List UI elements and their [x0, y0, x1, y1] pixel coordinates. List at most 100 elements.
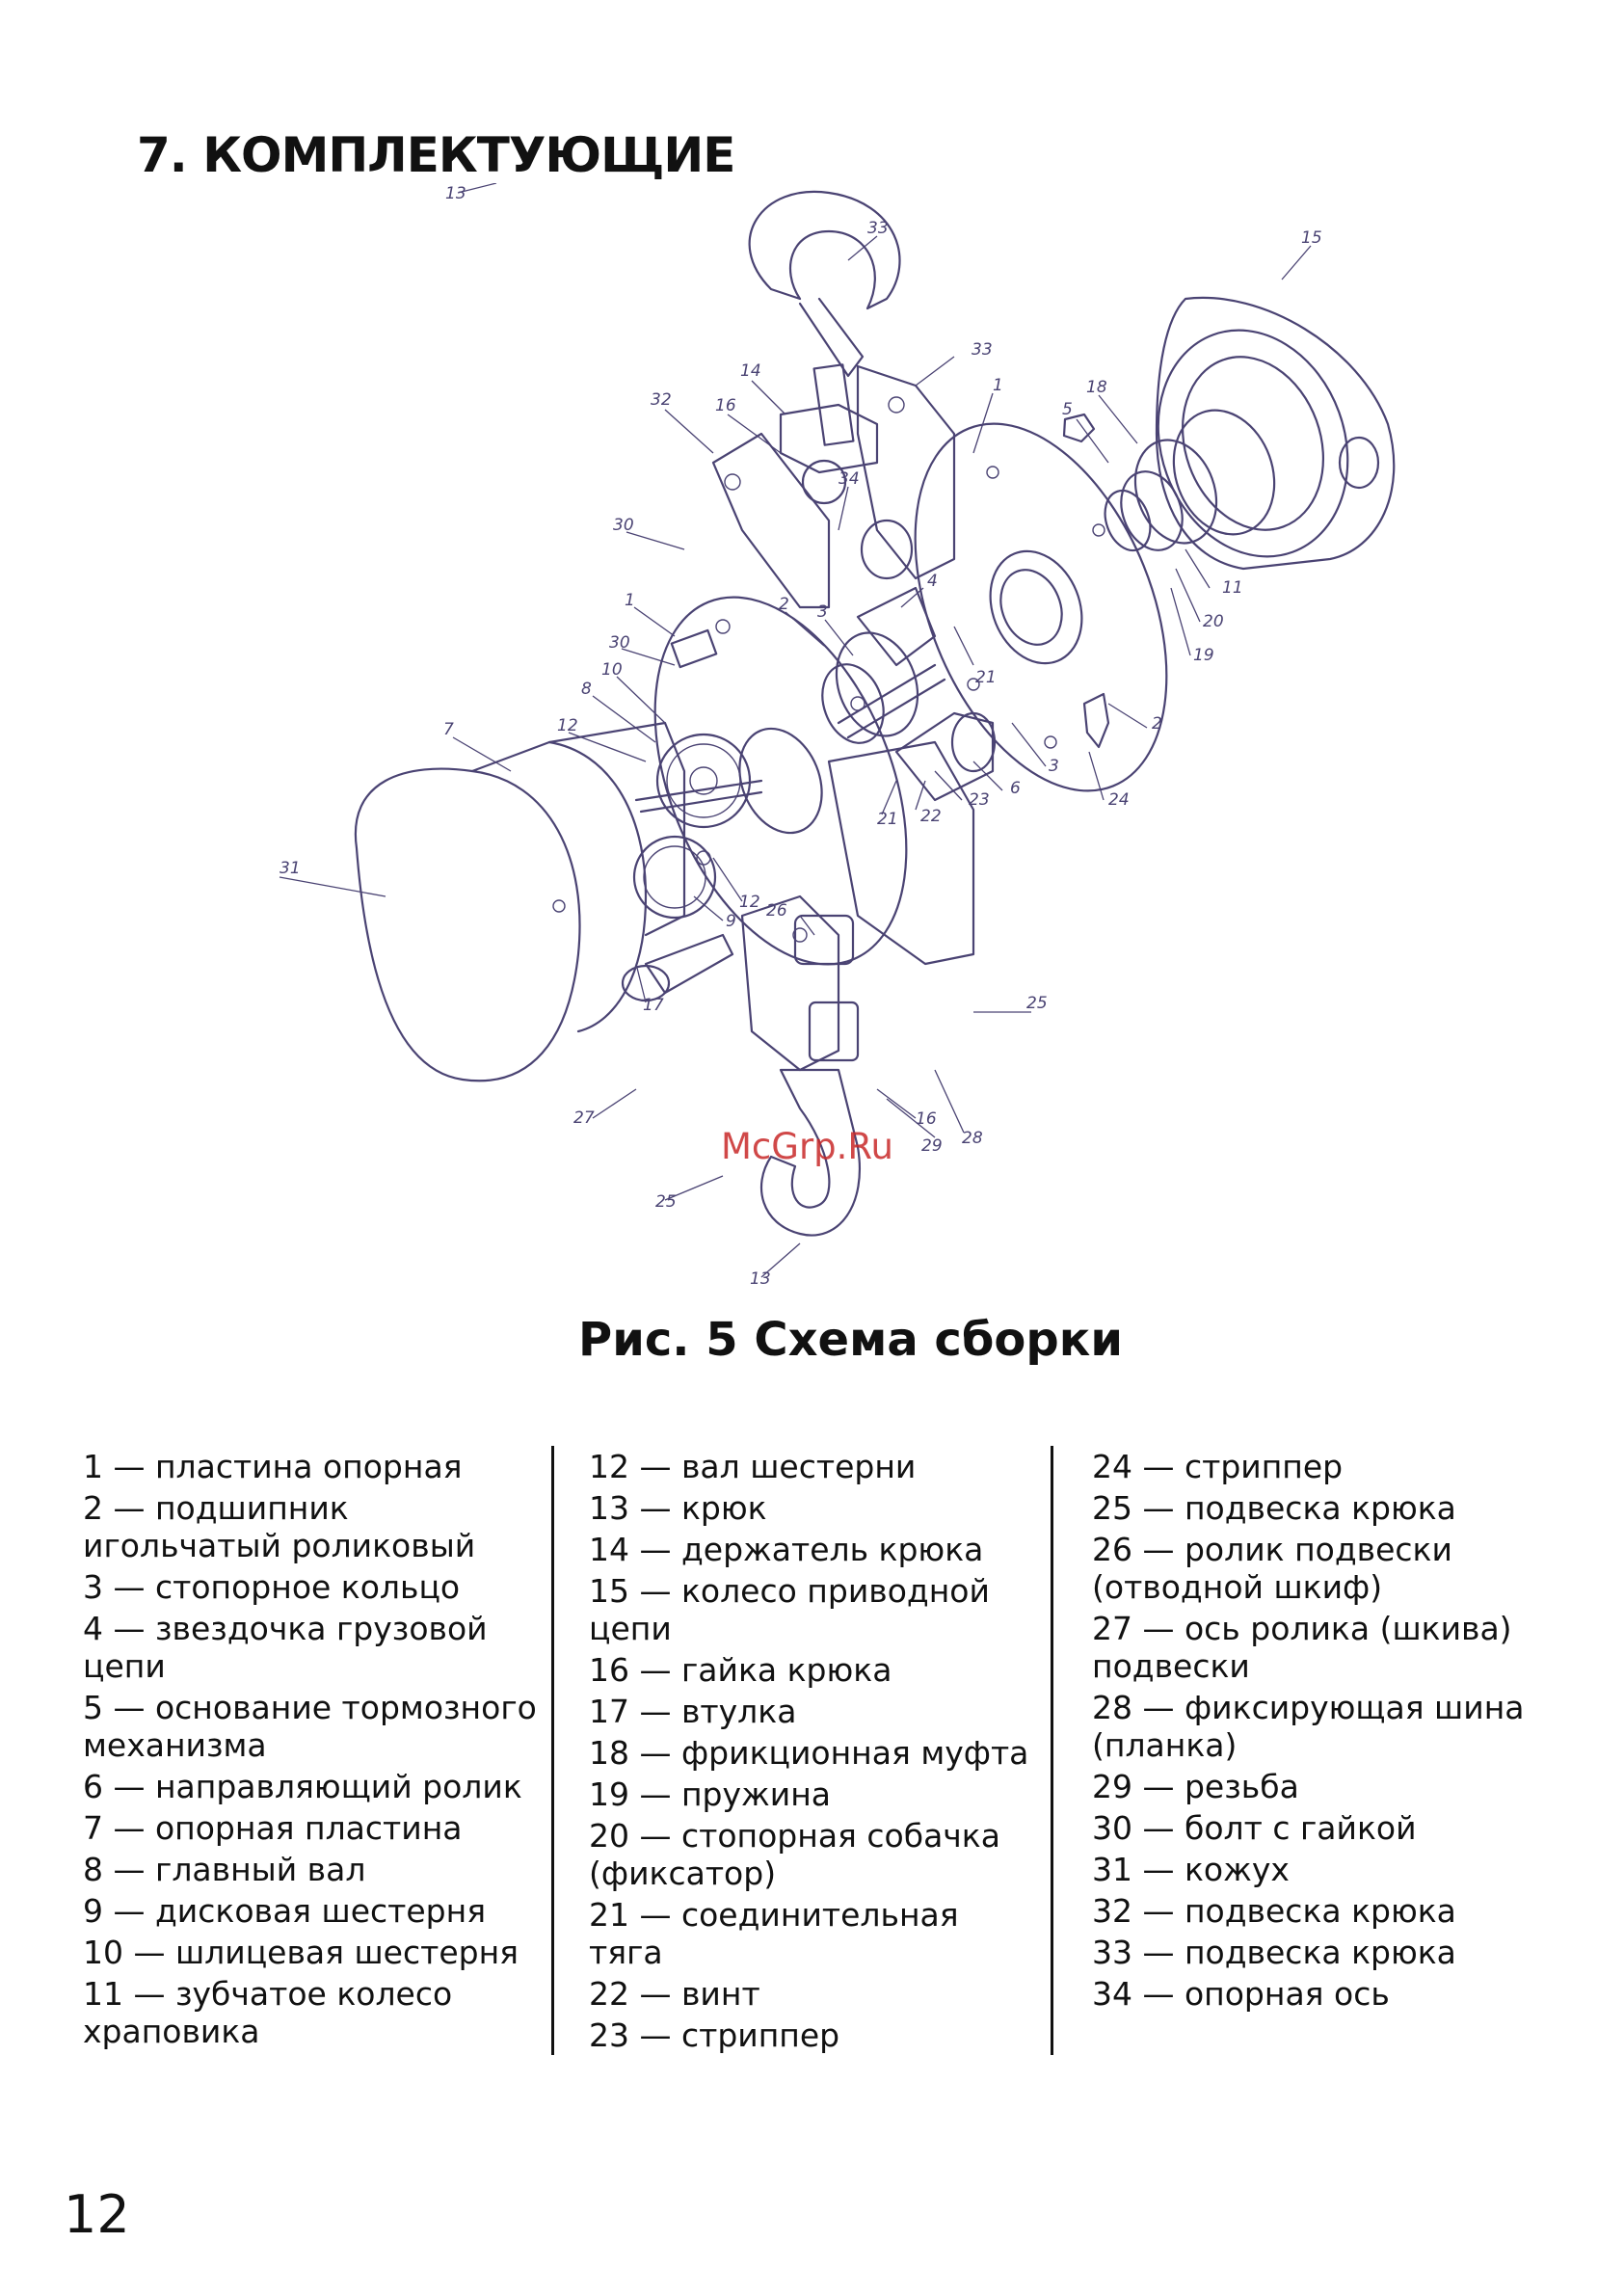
svg-text:5: 5	[1062, 400, 1073, 419]
svg-text:16: 16	[916, 1109, 937, 1129]
callout-labels: 13 33 15 14 16 32 34 33 1 18 5 30 11 20 …	[279, 183, 1322, 1289]
callout: 13	[445, 183, 497, 203]
part-item: 14 — держатель крюка	[589, 1531, 984, 1568]
svg-text:4: 4	[927, 572, 938, 591]
part-item: 31 — кожух	[1092, 1851, 1290, 1888]
part-item: 9 — дисковая шестерня	[83, 1892, 487, 1930]
svg-text:2: 2	[779, 595, 789, 614]
svg-text:29: 29	[921, 1136, 943, 1156]
part-item: 26 — ролик подвески (отводной шкиф)	[1092, 1531, 1452, 1606]
svg-text:18: 18	[1086, 378, 1107, 397]
callout: 28	[934, 1069, 983, 1148]
callout: 24	[1088, 751, 1130, 810]
svg-text:2: 2	[1152, 714, 1162, 734]
svg-text:12: 12	[739, 893, 760, 912]
callout: 29	[886, 1098, 943, 1156]
callout: 9	[693, 895, 736, 931]
svg-text:8: 8	[581, 680, 592, 699]
svg-text:21: 21	[877, 810, 898, 829]
svg-text:30: 30	[609, 633, 630, 653]
callout: 4	[900, 572, 938, 608]
gear-cover	[354, 721, 686, 1082]
part-item: 16 — гайка крюка	[589, 1651, 892, 1689]
callout: 19	[1170, 587, 1214, 665]
callout: 6	[972, 761, 1021, 798]
svg-text:3: 3	[1049, 757, 1059, 776]
part-item: 23 — стриппер	[589, 2016, 840, 2054]
part-item: 10 — шлицевая шестерня	[83, 1934, 519, 1971]
callout: 16	[715, 396, 782, 454]
part-item: 8 — главный вал	[83, 1851, 366, 1888]
brake-housing	[1155, 296, 1396, 571]
assembly-diagram: 13 33 15 14 16 32 34 33 1 18 5 30 11 20 …	[279, 183, 1396, 1289]
part-item: 12 — вал шестерни	[589, 1448, 917, 1485]
part-item: 33 — подвеска крюка	[1092, 1934, 1456, 1971]
callout: 21	[953, 626, 997, 687]
svg-text:9: 9	[726, 912, 736, 931]
part-item: 27 — ось ролика (шкива) подвески	[1092, 1610, 1512, 1685]
bottom-hook-assembly	[621, 740, 975, 1237]
callout: 21	[877, 780, 898, 829]
part-item: 34 — опорная ось	[1092, 1975, 1390, 2013]
callout: 12	[712, 857, 760, 912]
callout: 33	[847, 219, 889, 261]
parts-list-column-1: 1 — пластина опорная 2 — подшипник иголь…	[83, 1448, 555, 2054]
callout: 16	[876, 1088, 937, 1129]
callout: 17	[635, 963, 664, 1015]
svg-text:34: 34	[839, 469, 860, 489]
figure-caption: Рис. 5 Схема сборки	[578, 1313, 1123, 1367]
part-item: 22 — винт	[589, 1975, 760, 2013]
svg-text:13: 13	[445, 184, 466, 203]
top-hook	[748, 190, 901, 446]
part-item: 19 — пружина	[589, 1775, 831, 1813]
callout: 10	[601, 660, 666, 724]
svg-text:23: 23	[969, 790, 990, 810]
callout: 2	[1107, 703, 1162, 734]
svg-text:14: 14	[740, 361, 761, 381]
callout: 5	[1062, 400, 1109, 464]
svg-text:16: 16	[715, 396, 736, 415]
callout: 3	[817, 602, 854, 656]
callout: 25	[655, 1175, 724, 1212]
svg-text:31: 31	[280, 859, 301, 878]
svg-text:11: 11	[1222, 578, 1243, 598]
part-item: 6 — направляющий ролик	[83, 1768, 522, 1805]
svg-text:28: 28	[962, 1129, 983, 1148]
svg-text:7: 7	[443, 720, 454, 739]
callout: 23	[934, 770, 990, 810]
svg-text:30: 30	[613, 516, 634, 535]
part-item: 30 — болт с гайкой	[1092, 1809, 1417, 1847]
svg-text:1: 1	[993, 376, 1003, 395]
friction-clutch	[1062, 413, 1218, 552]
callout: 31	[279, 859, 386, 897]
callout: 1	[972, 376, 1003, 454]
callout: 3	[1011, 722, 1059, 776]
callout: 14	[740, 361, 786, 415]
callout: 11	[1185, 548, 1243, 598]
svg-text:32: 32	[651, 390, 672, 410]
watermark-text: McGrp.Ru	[721, 1126, 893, 1167]
callout: 20	[1175, 568, 1224, 631]
part-item: 11 — зубчатое колесо храповика	[83, 1975, 453, 2050]
callout: 1	[625, 591, 676, 637]
svg-text:1: 1	[625, 591, 635, 610]
callout: 27	[573, 1088, 637, 1128]
callout: 7	[443, 720, 512, 772]
callout: 25	[973, 994, 1048, 1013]
callout: 34	[838, 469, 860, 531]
column-divider	[1051, 1446, 1053, 2055]
callout: 15	[1281, 228, 1322, 280]
part-item: 4 — звездочка грузовой цепи	[83, 1610, 488, 1685]
svg-text:24: 24	[1108, 790, 1130, 810]
parts-list-column-2: 12 — вал шестерни 13 — крюк 14 — держате…	[589, 1448, 1042, 2058]
svg-text:20: 20	[1203, 612, 1224, 631]
svg-text:25: 25	[1026, 994, 1048, 1013]
svg-text:33: 33	[867, 219, 889, 238]
gear-set	[632, 733, 763, 920]
rear-support-plate	[914, 422, 1168, 792]
callout: 33	[915, 340, 993, 387]
svg-text:17: 17	[643, 996, 664, 1015]
svg-text:26: 26	[766, 901, 787, 921]
svg-text:6: 6	[1010, 779, 1021, 798]
callout: 30	[609, 633, 676, 666]
